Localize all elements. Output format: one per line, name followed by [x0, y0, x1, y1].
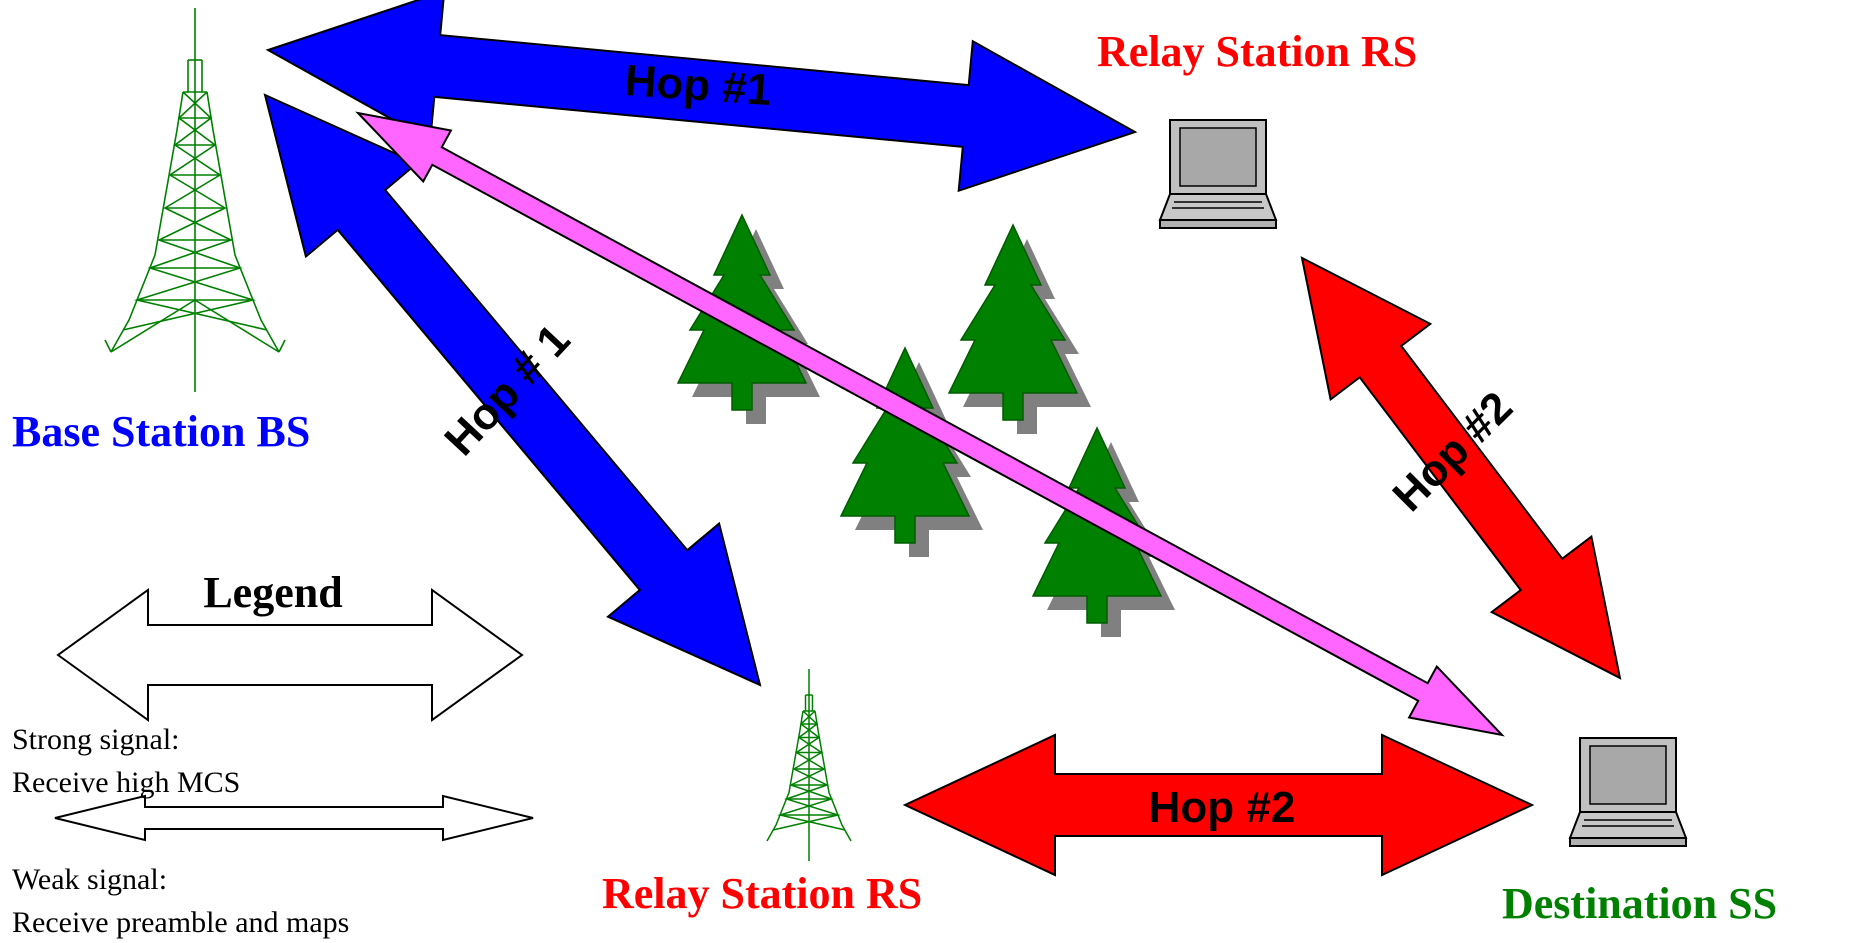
legend-weak-line2: Receive preamble and maps	[12, 906, 349, 939]
hop2-link-arrow	[1300, 256, 1622, 680]
tree-icon	[947, 223, 1091, 434]
relay-station-bottom-label: Relay Station RS	[602, 869, 922, 918]
destination-laptop-icon	[1568, 737, 1688, 847]
legend-strong-line1: Strong signal:	[12, 723, 180, 756]
hop1-top-label: Hop #1	[623, 56, 773, 115]
tree-body	[947, 223, 1079, 421]
weak-link-arrow	[355, 111, 1505, 737]
legend-strong-line2: Receive high MCS	[12, 766, 240, 799]
legend: Legend Strong signal: Receive high MCS W…	[12, 568, 534, 939]
relay-station-laptop-icon	[1158, 119, 1278, 229]
hop1-link-arrow	[265, 0, 1138, 193]
hop2-link-arrow	[902, 733, 1535, 877]
relay-station-tower-icon	[766, 669, 852, 861]
legend-title: Legend	[203, 568, 342, 617]
base-station-label: Base Station BS	[12, 407, 310, 456]
relay-station-top-label: Relay Station RS	[1097, 27, 1417, 76]
links	[263, 0, 1622, 877]
tree-icon	[1031, 426, 1175, 637]
destination-label: Destination SS	[1502, 879, 1777, 928]
legend-weak-line1: Weak signal:	[12, 863, 167, 896]
hop2-bottom-label: Hop #2	[1149, 783, 1296, 832]
legend-weak-arrow	[54, 794, 534, 842]
hop1-link-arrow	[263, 93, 762, 687]
base-station-tower-icon	[104, 8, 286, 392]
legend-strong-arrow	[56, 588, 524, 722]
